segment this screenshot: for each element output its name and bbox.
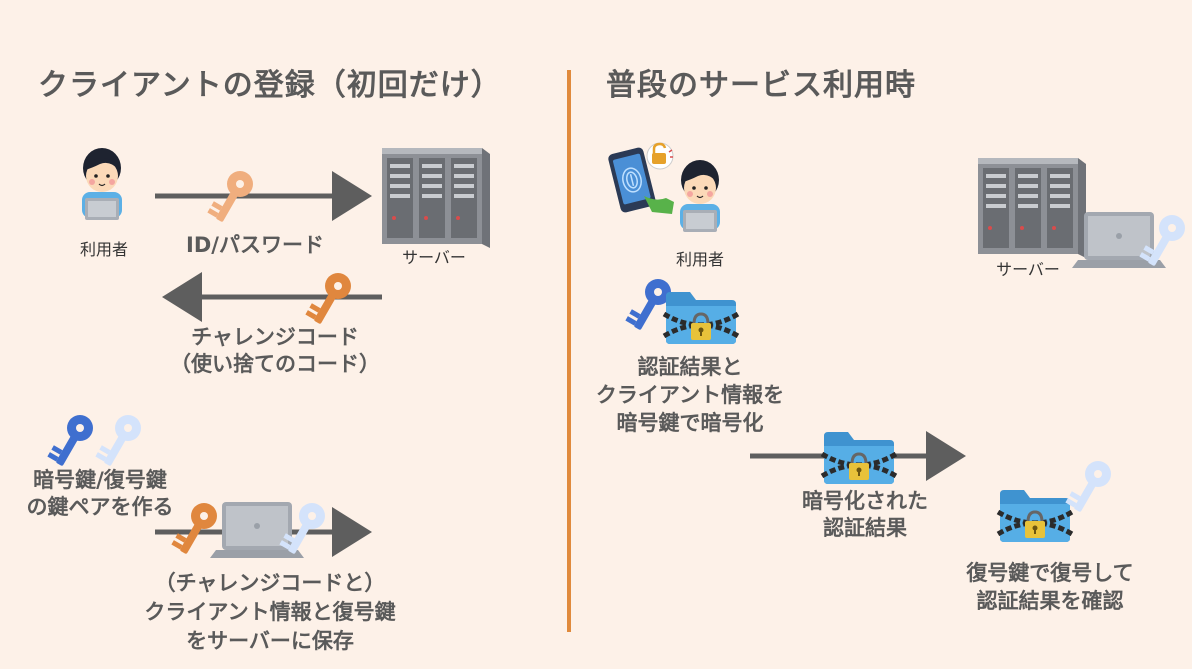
encryption-key-right-icon xyxy=(625,279,671,331)
locked-folder-server-icon xyxy=(998,490,1072,542)
decryption-key-small-icon xyxy=(279,503,325,555)
step2-caption-line2: （使い捨てのコード） xyxy=(170,352,380,376)
challenge-key-small-icon xyxy=(171,503,217,555)
smartphone-fingerprint-icon xyxy=(608,147,674,214)
right-panel-title: 普段のサービス利用時 xyxy=(606,68,916,103)
step1-caption: ID/パスワード xyxy=(186,233,324,257)
server-label-right: サーバー xyxy=(996,260,1060,279)
panel-divider xyxy=(567,70,571,632)
biometric-auth-illustration xyxy=(608,142,721,233)
step4-caption-line1: （チャレンジコードと） xyxy=(154,571,386,595)
step2-caption-line1: チャレンジコード xyxy=(191,325,359,349)
transfer-caption-line1: 暗号化された xyxy=(802,489,928,513)
left-panel-title: クライアントの登録（初回だけ） xyxy=(38,68,502,103)
password-key-icon xyxy=(207,171,253,223)
step3-caption-line1: 暗号鍵/復号鍵 xyxy=(33,468,167,492)
user-label-left: 利用者 xyxy=(79,240,128,259)
encrypt-caption-line1: 認証結果と xyxy=(637,355,743,379)
encrypt-caption-line3: 暗号鍵で暗号化 xyxy=(616,411,764,435)
step4-caption-line3: をサーバーに保存 xyxy=(186,629,354,653)
encrypt-illustration xyxy=(625,279,746,348)
transfer-caption-line2: 認証結果 xyxy=(823,516,907,540)
decrypt-illustration xyxy=(998,461,1111,546)
encrypt-caption-line2: クライアント情報を xyxy=(595,383,785,407)
encrypted-folder-transfer-icon xyxy=(820,428,900,488)
decryption-key-icon xyxy=(95,415,141,467)
client-registration-bundle xyxy=(171,502,325,558)
step3-caption-line2: の鍵ペアを作る xyxy=(26,495,174,519)
step4-caption-line2: クライアント情報と復号鍵 xyxy=(144,600,396,624)
challenge-key-icon xyxy=(305,273,351,325)
user-label-right: 利用者 xyxy=(675,250,724,269)
decryption-key-server-icon xyxy=(1139,215,1185,267)
server-with-client-illustration xyxy=(978,158,1185,268)
encryption-key-icon xyxy=(47,415,93,467)
verify-caption-line1: 復号鍵で復号して xyxy=(966,561,1134,585)
unlocked-padlock-icon xyxy=(646,142,674,170)
key-pair-icon xyxy=(47,415,141,467)
server-label-left: サーバー xyxy=(402,248,466,267)
decryption-key-right-icon xyxy=(1065,461,1111,513)
verify-caption-line2: 認証結果を確認 xyxy=(976,589,1124,613)
